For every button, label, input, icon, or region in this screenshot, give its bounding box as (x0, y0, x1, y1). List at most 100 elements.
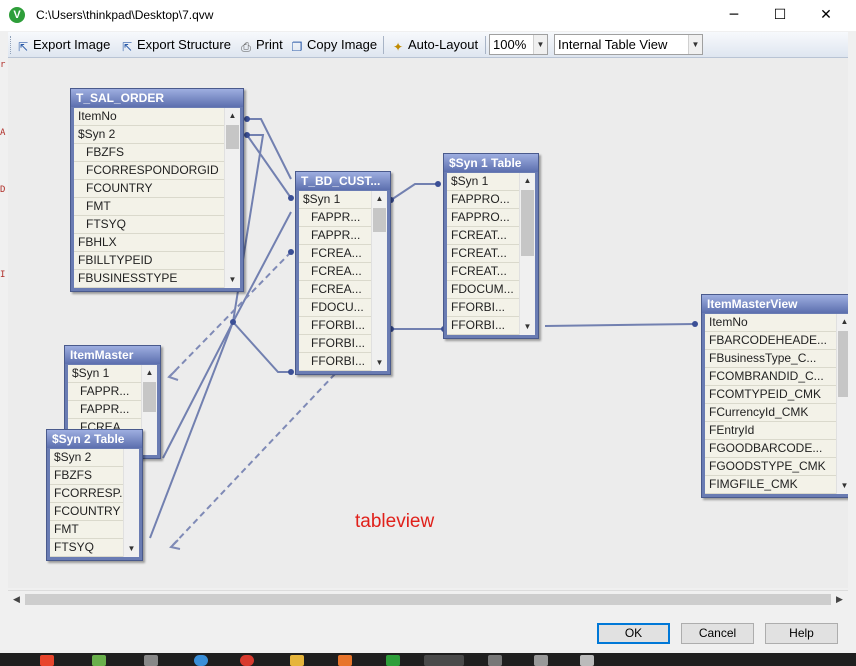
field-item[interactable]: FFORBI... (447, 299, 519, 317)
cancel-button[interactable]: Cancel (681, 623, 754, 644)
field-item[interactable]: $Syn 2 (74, 126, 224, 144)
field-item[interactable]: FCOMBRANDID_C... (705, 368, 836, 386)
taskbar-app-icon[interactable] (40, 655, 54, 666)
field-item[interactable]: $Syn 1 (68, 365, 141, 383)
scroll-up-icon[interactable]: ▲ (375, 194, 384, 203)
table-syn2[interactable]: $Syn 2 Table $Syn 2 FBZFS FCORRESP... FC… (46, 429, 143, 561)
field-item[interactable]: FBZFS (50, 467, 123, 485)
scroll-down-icon[interactable]: ▼ (523, 322, 532, 331)
scroll-up-icon[interactable]: ▲ (523, 176, 532, 185)
table-title[interactable]: ItemMasterView (702, 295, 848, 313)
field-item[interactable]: FBUSINESSTYPE (74, 270, 224, 288)
field-item[interactable]: FCurrencyId_CMK (705, 404, 836, 422)
field-item[interactable]: ItemNo (74, 108, 224, 126)
field-item[interactable]: FBZFS (74, 144, 224, 162)
scroll-up-icon[interactable]: ▲ (840, 317, 848, 326)
field-item[interactable]: FAPPR... (299, 227, 371, 245)
field-item[interactable]: FGOODBARCODE... (705, 440, 836, 458)
field-item[interactable]: FAPPR... (299, 209, 371, 227)
field-item[interactable]: FCOUNTRY (50, 503, 123, 521)
field-item[interactable]: FCREA... (299, 245, 371, 263)
field-item[interactable]: ItemNo (705, 314, 836, 332)
table-title[interactable]: T_BD_CUST... (296, 172, 390, 190)
toolbar-grip[interactable] (10, 36, 13, 54)
field-item[interactable]: FCREAT... (447, 227, 519, 245)
field-item[interactable]: FBILLTYPEID (74, 252, 224, 270)
field-item[interactable]: FBHLX (74, 234, 224, 252)
field-item[interactable]: FTSYQ (74, 216, 224, 234)
field-item[interactable]: FEntryId (705, 422, 836, 440)
field-item[interactable]: FDOCU... (299, 299, 371, 317)
field-item[interactable]: FCOMTYPEID_CMK (705, 386, 836, 404)
field-item[interactable]: FCREA... (299, 281, 371, 299)
ok-button[interactable]: OK (597, 623, 670, 644)
scroll-up-icon[interactable]: ▲ (145, 368, 154, 377)
field-item[interactable]: FTSYQ (50, 539, 123, 557)
copy-image-button[interactable]: ❐Copy Image (289, 35, 377, 55)
help-button[interactable]: Help (765, 623, 838, 644)
scroll-thumb[interactable] (521, 190, 534, 256)
view-mode-select[interactable]: Internal Table View ▼ (554, 34, 703, 55)
taskbar-app-icon[interactable] (144, 655, 158, 666)
table-scrollbar[interactable]: ▲ ▼ (224, 108, 240, 288)
table-t-bd-cust[interactable]: T_BD_CUST... $Syn 1 FAPPR... FAPPR... FC… (295, 171, 391, 375)
scroll-thumb[interactable] (226, 125, 239, 149)
taskbar-app-icon[interactable] (290, 655, 304, 666)
field-item[interactable]: $Syn 1 (299, 191, 371, 209)
scroll-thumb[interactable] (838, 331, 848, 397)
table-scrollbar[interactable]: ▲ ▼ (519, 173, 535, 335)
chevron-down-icon[interactable]: ▼ (533, 35, 547, 54)
field-item[interactable]: $Syn 2 (50, 449, 123, 467)
scroll-left-icon[interactable]: ◀ (13, 594, 20, 604)
field-item[interactable]: FAPPR... (68, 401, 141, 419)
field-item[interactable]: FAPPRO... (447, 191, 519, 209)
field-item[interactable]: FCORRESP... (50, 485, 123, 503)
field-item[interactable]: FIMGFILE_CMK (705, 476, 836, 494)
table-syn1[interactable]: $Syn 1 Table $Syn 1 FAPPRO... FAPPRO... … (443, 153, 539, 339)
taskbar-app-icon[interactable] (580, 655, 594, 666)
taskbar-app-icon[interactable] (534, 655, 548, 666)
field-item[interactable]: FCOUNTRY (74, 180, 224, 198)
field-item[interactable]: FBusinessType_C... (705, 350, 836, 368)
minimize-button[interactable]: ─ (729, 7, 739, 23)
scroll-down-icon[interactable]: ▼ (228, 275, 237, 284)
close-button[interactable]: ✕ (820, 7, 832, 23)
taskbar-app-icon[interactable] (386, 655, 400, 666)
field-item[interactable]: FAPPRO... (447, 209, 519, 227)
table-item-master-view[interactable]: ItemMasterView ItemNo FBARCODEHEADE... F… (701, 294, 848, 498)
zoom-select[interactable]: 100% ▼ (489, 34, 548, 55)
table-viewer-canvas[interactable]: T_SAL_ORDER ItemNo $Syn 2 FBZFS FCORRESP… (8, 58, 848, 588)
scroll-down-icon[interactable]: ▼ (840, 481, 848, 490)
taskbar-app-icon[interactable] (488, 655, 502, 666)
table-t-sal-order[interactable]: T_SAL_ORDER ItemNo $Syn 2 FBZFS FCORRESP… (70, 88, 244, 292)
scroll-thumb[interactable] (25, 594, 831, 605)
auto-layout-button[interactable]: ✦Auto-Layout (390, 35, 478, 55)
scroll-thumb[interactable] (143, 382, 156, 412)
field-item[interactable]: $Syn 1 (447, 173, 519, 191)
field-item[interactable]: FFORBI... (299, 317, 371, 335)
table-title[interactable]: $Syn 1 Table (444, 154, 538, 172)
taskbar-app-icon[interactable] (338, 655, 352, 666)
scroll-down-icon[interactable]: ▼ (127, 544, 136, 553)
field-item[interactable]: FGOODSTYPE_CMK (705, 458, 836, 476)
table-scrollbar[interactable]: ▼ (123, 449, 139, 557)
field-item[interactable]: FMT (74, 198, 224, 216)
field-item[interactable]: FBARCODEHEADE... (705, 332, 836, 350)
field-item[interactable]: FFORBI... (299, 335, 371, 353)
table-scrollbar[interactable]: ▲ (141, 365, 157, 455)
scroll-up-icon[interactable]: ▲ (228, 111, 237, 120)
print-button[interactable]: ⎙Print (238, 35, 283, 55)
taskbar-active-app[interactable] (424, 655, 464, 666)
export-image-button[interactable]: ⇱Export Image (15, 35, 110, 55)
field-item[interactable]: FAPPR... (68, 383, 141, 401)
export-structure-button[interactable]: ⇱Export Structure (119, 35, 231, 55)
chevron-down-icon[interactable]: ▼ (688, 35, 702, 54)
field-item[interactable]: FFORBI... (299, 353, 371, 371)
field-item[interactable]: FCREA... (299, 263, 371, 281)
field-item[interactable]: FDOCUM... (447, 281, 519, 299)
taskbar-app-icon[interactable] (194, 655, 208, 666)
taskbar-app-icon[interactable] (240, 655, 254, 666)
field-item[interactable]: FCREAT... (447, 245, 519, 263)
table-title[interactable]: ItemMaster (65, 346, 160, 364)
maximize-button[interactable]: ☐ (773, 7, 787, 23)
